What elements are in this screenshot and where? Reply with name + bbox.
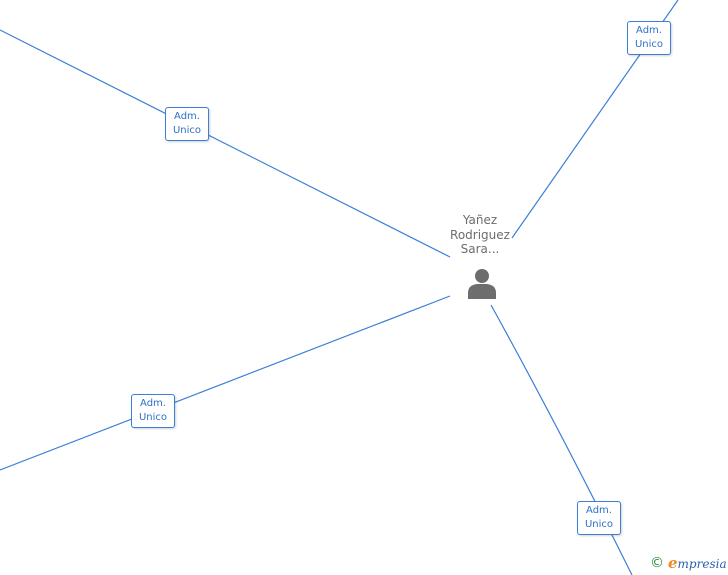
edge-label-top-right[interactable]: Adm. Unico — [627, 21, 671, 55]
edge-bottom-right — [490, 304, 633, 575]
edge-label-type: Unico — [634, 39, 664, 50]
copyright-icon: © — [650, 555, 664, 571]
edge-label-role: Adm. — [140, 398, 166, 409]
edge-label-type: Unico — [584, 519, 614, 530]
center-node-name-line: Rodriguez — [450, 227, 510, 242]
edge-top-left — [0, 29, 451, 258]
center-node-name-line: Sara... — [460, 242, 500, 256]
edge-label-role: Adm. — [586, 505, 612, 516]
edge-label-top-left[interactable]: Adm. Unico — [165, 107, 209, 141]
edge-label-role: Adm. — [174, 111, 200, 122]
edge-label-bottom-right[interactable]: Adm. Unico — [577, 501, 621, 535]
edge-label-bottom-left[interactable]: Adm. Unico — [131, 394, 175, 428]
center-node-name[interactable]: Yañez Rodriguez Sara... — [440, 213, 520, 257]
edge-label-type: Unico — [138, 412, 168, 423]
brand-logo[interactable]: empresia — [668, 554, 727, 572]
edge-bottom-left — [0, 295, 451, 471]
person-icon[interactable] — [467, 268, 497, 299]
brand-initial: e — [668, 554, 678, 572]
center-node-name-line: Yañez — [462, 213, 498, 227]
edge-label-type: Unico — [172, 125, 202, 136]
footer-brand: © empresia — [650, 554, 727, 572]
brand-name: mpresia — [677, 557, 727, 571]
edge-label-role: Adm. — [636, 25, 662, 36]
